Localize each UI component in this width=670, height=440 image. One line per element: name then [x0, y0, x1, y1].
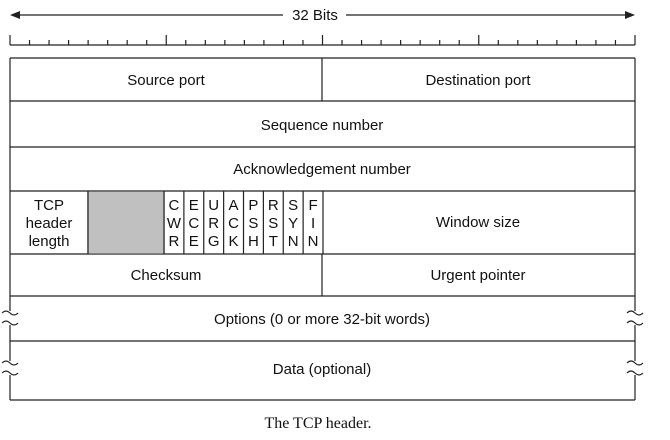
flag-syn-letter: Y — [288, 215, 298, 232]
bit-width-indicator: 32 Bits — [10, 7, 635, 24]
break-marks — [1, 310, 644, 376]
flag-cwr-letter: R — [169, 233, 180, 250]
flag-fin-letter: F — [308, 197, 317, 214]
flag-ece-letter: E — [189, 197, 199, 214]
options-label: Options (0 or more 32-bit words) — [214, 311, 430, 328]
checksum-label: Checksum — [131, 267, 202, 284]
flag-syn-letter: N — [288, 233, 299, 250]
flag-urg-letter: U — [208, 197, 219, 214]
flag-rst-letter: R — [268, 197, 279, 214]
header-frame — [9, 57, 636, 401]
flag-ece-letter: E — [189, 233, 199, 250]
flag-psh-letter: H — [248, 233, 259, 250]
flag-ack-letter: A — [229, 197, 239, 214]
data-label: Data (optional) — [273, 361, 371, 378]
flag-cwr-letter: C — [169, 197, 180, 214]
figure-caption: The TCP header. — [264, 415, 371, 432]
width-label: 32 Bits — [292, 7, 338, 24]
tcp-header-length-line-2: header — [26, 215, 73, 232]
flag-urg-letter: R — [208, 215, 219, 232]
arrow-left-icon — [10, 11, 20, 19]
flag-psh-letter: P — [248, 197, 258, 214]
flag-psh-letter: S — [248, 215, 258, 232]
bit-ruler — [9, 35, 636, 46]
sequence-number-label: Sequence number — [261, 117, 384, 134]
flag-ack-letter: C — [228, 215, 239, 232]
tcp-header-length-line-1: TCP — [34, 197, 64, 214]
window-size-label: Window size — [436, 214, 520, 231]
ack-number-label: Acknowledgement number — [233, 161, 411, 178]
flag-syn-letter: S — [288, 197, 298, 214]
tcp-header-length-line-3: length — [29, 233, 70, 250]
reserved-bits — [88, 191, 164, 254]
flag-rst-letter: T — [269, 233, 278, 250]
flag-cwr-letter: W — [167, 215, 182, 232]
flag-fin-letter: I — [311, 215, 315, 232]
flag-fin-letter: N — [308, 233, 319, 250]
flag-ack-letter: K — [229, 233, 239, 250]
flag-ece-letter: C — [188, 215, 199, 232]
source-port-label: Source port — [127, 72, 205, 89]
urgent-pointer-label: Urgent pointer — [430, 267, 525, 284]
destination-port-label: Destination port — [425, 72, 531, 89]
flag-rst-letter: S — [268, 215, 278, 232]
arrow-right-icon — [625, 11, 635, 19]
flag-urg-letter: G — [208, 233, 220, 250]
